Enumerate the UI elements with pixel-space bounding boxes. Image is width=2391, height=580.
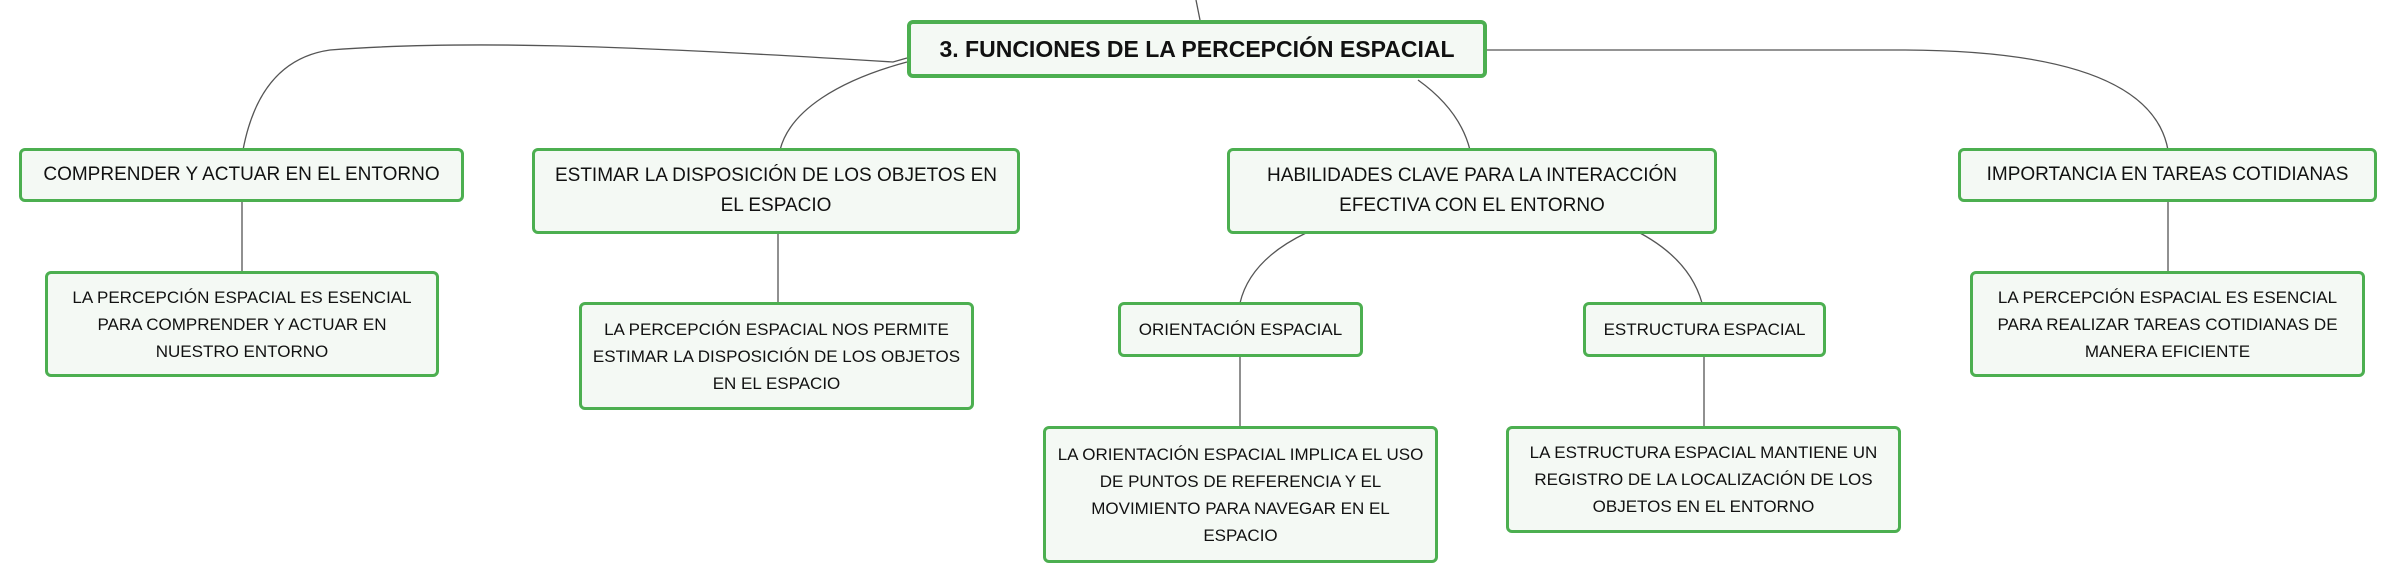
node-orientacion-label: ORIENTACIÓN ESPACIAL (1138, 320, 1343, 339)
node-orientacion[interactable]: ORIENTACIÓN ESPACIAL (1118, 302, 1363, 357)
node-habilidades[interactable]: HABILIDADES CLAVE PARA LA INTERACCIÓN EF… (1227, 148, 1717, 234)
root-label: 3. FUNCIONES DE LA PERCEPCIÓN ESPACIAL (939, 35, 1455, 62)
node-orientacion-detail-text: LA ORIENTACIÓN ESPACIAL IMPLICA EL USO D… (1057, 444, 1424, 545)
node-comprender-detail[interactable]: LA PERCEPCIÓN ESPACIAL ES ESENCIAL PARA … (45, 271, 439, 377)
connector-habilidades-estructura (1639, 232, 1703, 304)
node-importancia-detail-text: LA PERCEPCIÓN ESPACIAL ES ESENCIAL PARA … (1997, 287, 2338, 361)
node-estructura-detail-text: LA ESTRUCTURA ESPACIAL MANTIENE UN REGIS… (1529, 443, 1878, 516)
connector-root-estimar (779, 61, 908, 151)
node-comprender-label: COMPRENDER Y ACTUAR EN EL ENTORNO (43, 164, 440, 185)
node-comprender-detail-text: LA PERCEPCIÓN ESPACIAL ES ESENCIAL PARA … (72, 287, 412, 361)
node-estructura-detail[interactable]: LA ESTRUCTURA ESPACIAL MANTIENE UN REGIS… (1506, 426, 1901, 533)
node-estimar-detail[interactable]: LA PERCEPCIÓN ESPACIAL NOS PERMITE ESTIM… (579, 302, 974, 410)
node-estructura-label: ESTRUCTURA ESPACIAL (1603, 320, 1806, 339)
node-importancia[interactable]: IMPORTANCIA EN TAREAS COTIDIANAS (1958, 148, 2377, 202)
node-estimar[interactable]: ESTIMAR LA DISPOSICIÓN DE LOS OBJETOS EN… (532, 148, 1020, 234)
connector-root-comprender (242, 44, 908, 151)
node-importancia-detail[interactable]: LA PERCEPCIÓN ESPACIAL ES ESENCIAL PARA … (1970, 271, 2365, 377)
node-estimar-detail-text: LA PERCEPCIÓN ESPACIAL NOS PERMITE ESTIM… (592, 319, 961, 393)
root-node[interactable]: 3. FUNCIONES DE LA PERCEPCIÓN ESPACIAL (907, 20, 1487, 78)
connector-habilidades-orientacion (1239, 232, 1307, 304)
node-orientacion-detail[interactable]: LA ORIENTACIÓN ESPACIAL IMPLICA EL USO D… (1043, 426, 1438, 563)
node-comprender[interactable]: COMPRENDER Y ACTUAR EN EL ENTORNO (19, 148, 464, 202)
connector-root-habilidades (1417, 79, 1471, 151)
node-estimar-label: ESTIMAR LA DISPOSICIÓN DE LOS OBJETOS EN… (554, 165, 998, 216)
node-importancia-label: IMPORTANCIA EN TAREAS COTIDIANAS (1986, 164, 2349, 185)
connector-root-importancia (1486, 49, 2169, 151)
node-habilidades-label: HABILIDADES CLAVE PARA LA INTERACCIÓN EF… (1266, 165, 1678, 216)
node-estructura[interactable]: ESTRUCTURA ESPACIAL (1583, 302, 1826, 357)
connector-incoming (1195, 0, 1201, 21)
